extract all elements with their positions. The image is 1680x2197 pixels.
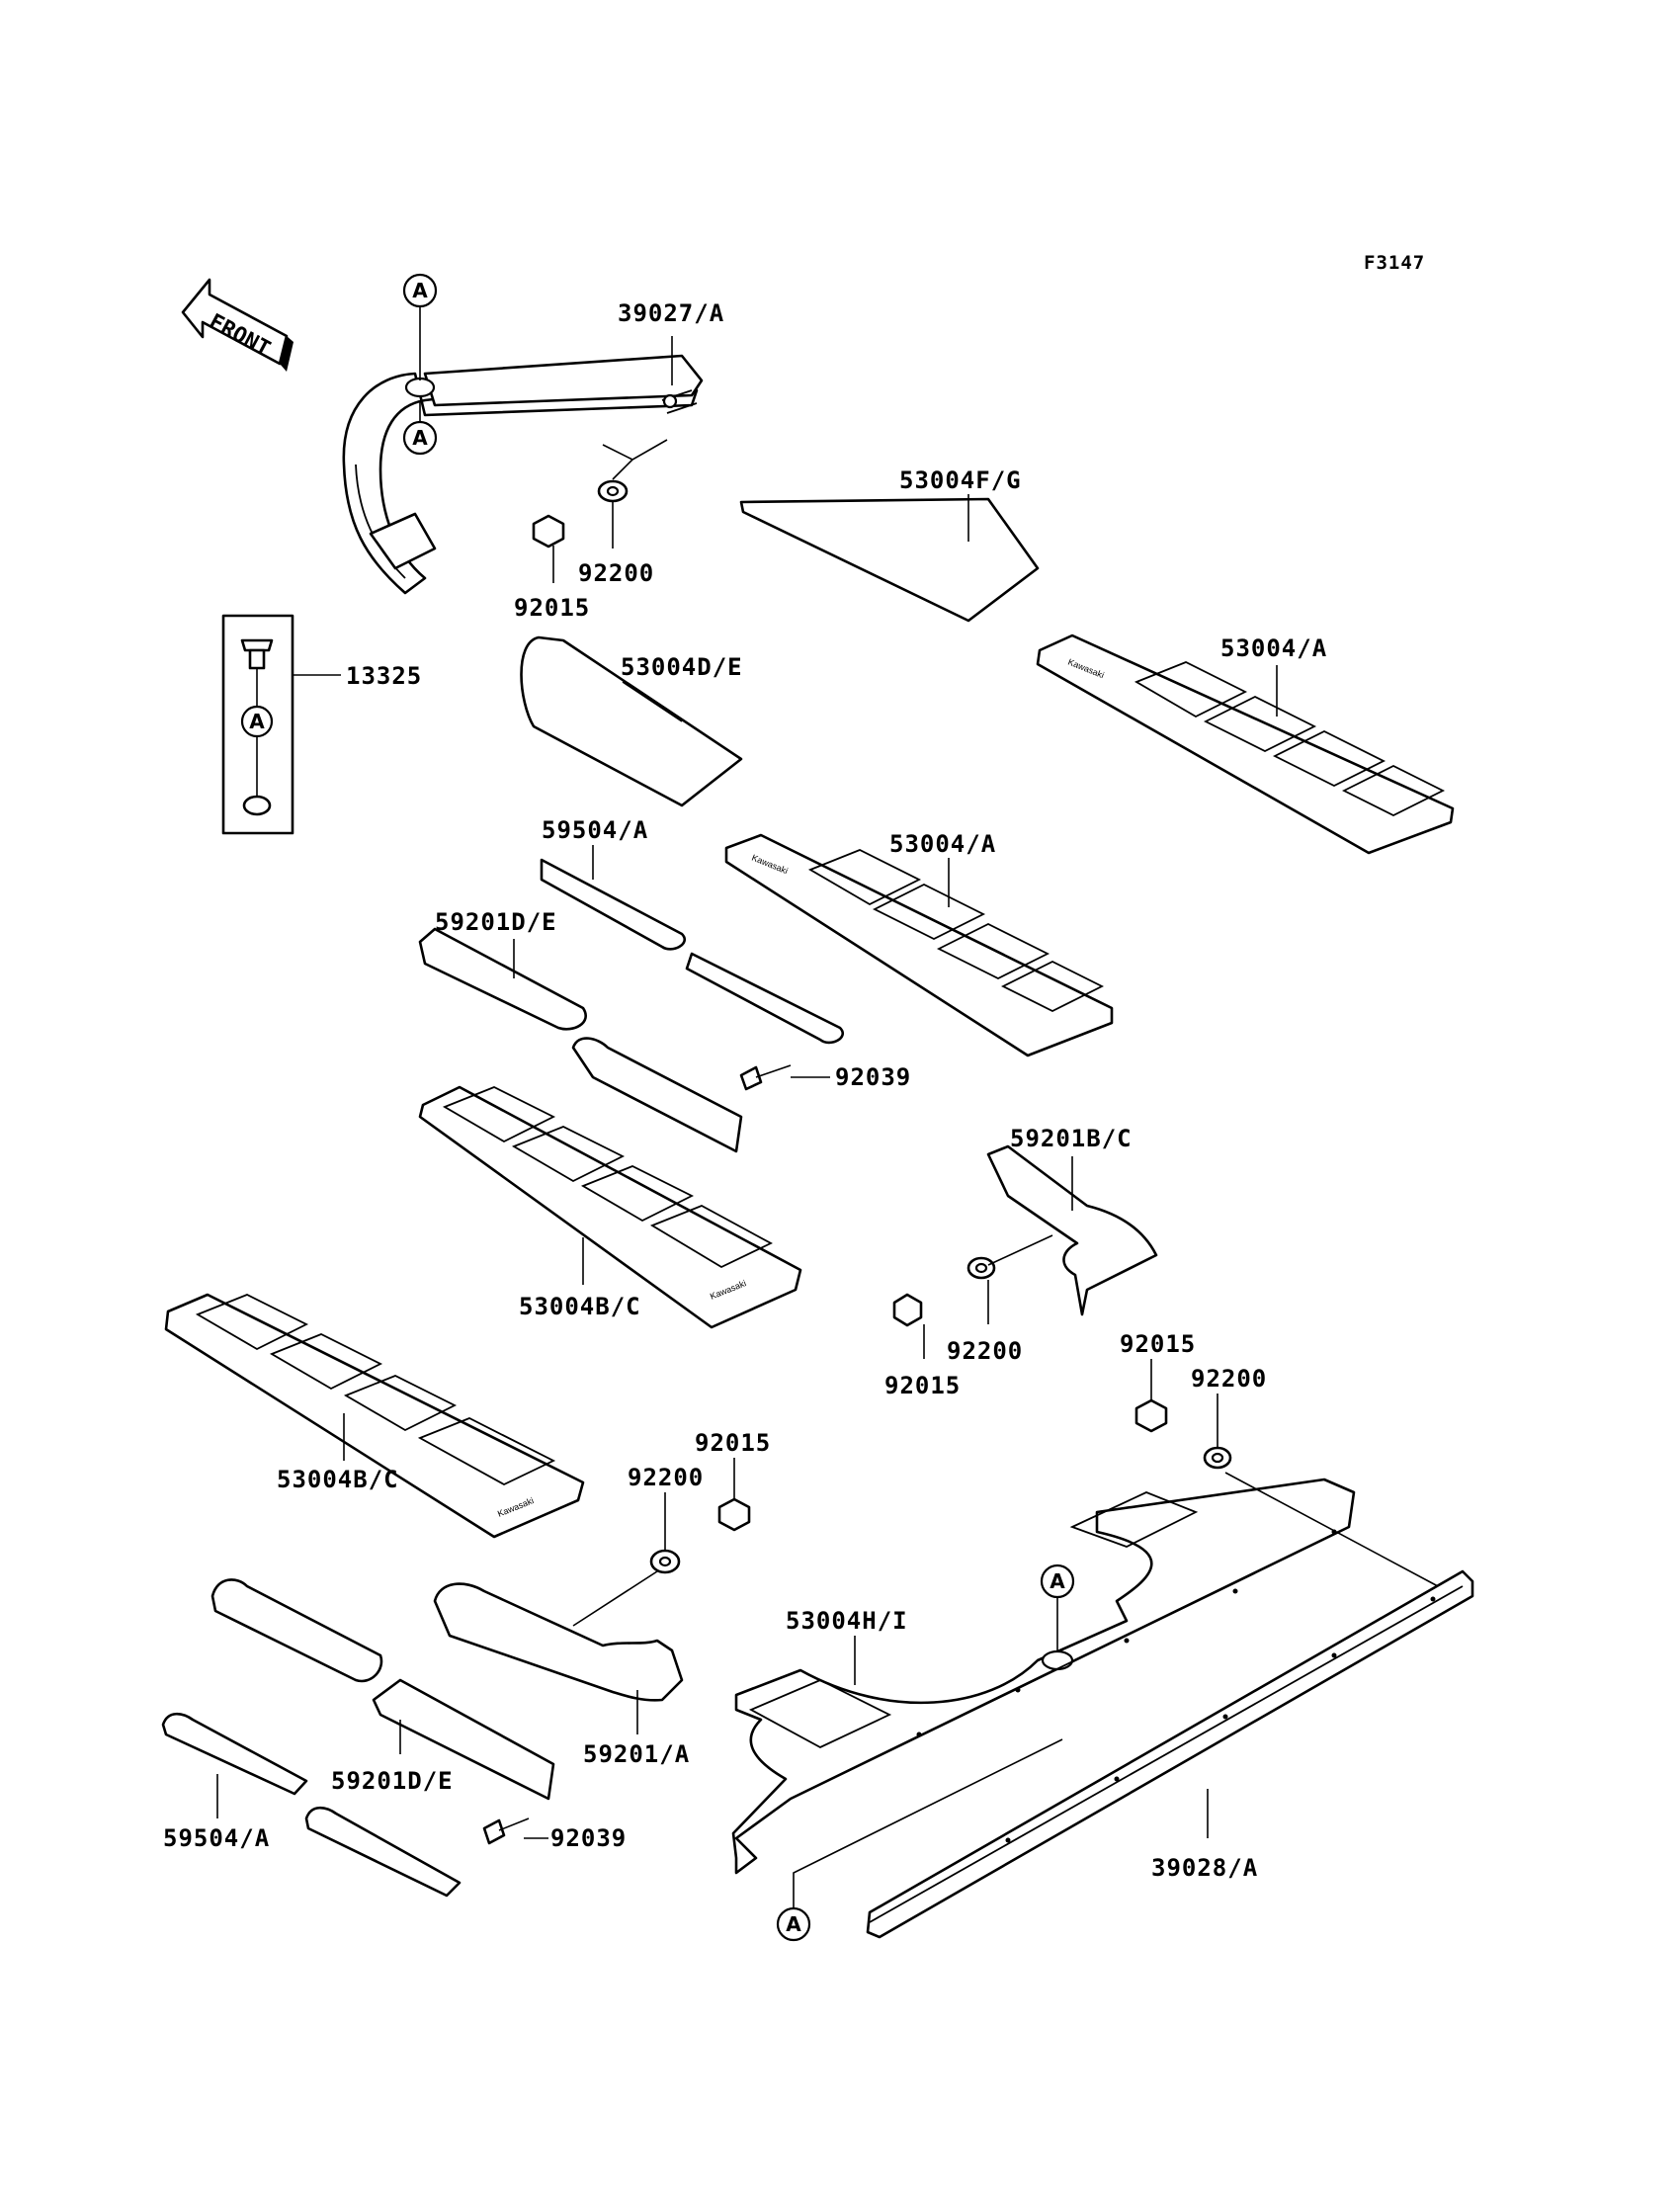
strip-59504a-low-a bbox=[161, 1712, 308, 1796]
elbow-59201a bbox=[433, 1582, 684, 1702]
part-label-59504a-top: 59504/A bbox=[542, 816, 648, 844]
mat-53004bc-mid: Kawasaki bbox=[418, 1085, 802, 1329]
bracket-59201bc bbox=[986, 1144, 1158, 1316]
part-label-53004de: 53004D/E bbox=[621, 653, 743, 681]
rail-59201de-low-a bbox=[210, 1578, 383, 1683]
ref-marker-a bbox=[240, 705, 274, 738]
ref-marker-a-label: A bbox=[412, 426, 428, 450]
ref-marker-a-label: A bbox=[1050, 1569, 1065, 1593]
mat-53004a-mid: Kawasaki bbox=[724, 833, 1114, 1057]
ref-marker-a-label: A bbox=[786, 1912, 801, 1936]
nut-icon bbox=[532, 514, 565, 549]
pad-53004de bbox=[520, 635, 743, 807]
figure-code: F3147 bbox=[1364, 252, 1425, 274]
pad-53004fg bbox=[739, 497, 1040, 623]
part-label-92200-low: 92200 bbox=[628, 1464, 704, 1491]
part-label-59201bc: 59201B/C bbox=[1010, 1125, 1133, 1152]
mat-53004bc-left: Kawasaki bbox=[164, 1293, 585, 1539]
ref-marker-a-label: A bbox=[412, 279, 428, 302]
part-label-92015-right: 92015 bbox=[1120, 1330, 1196, 1358]
nut-icon bbox=[1134, 1398, 1168, 1433]
part-label-53004bc-mid: 53004B/C bbox=[519, 1293, 641, 1320]
rail-59201de-low-b bbox=[372, 1678, 555, 1801]
strip-59504a-top-b bbox=[685, 952, 844, 1045]
nut-icon bbox=[717, 1497, 751, 1532]
rail-59201de-top-b bbox=[571, 1037, 743, 1153]
part-label-53004hi: 53004H/I bbox=[786, 1607, 908, 1635]
part-label-53004bc-left: 53004B/C bbox=[277, 1466, 399, 1493]
part-label-53004a-mid: 53004/A bbox=[889, 830, 996, 858]
part-label-92200-top: 92200 bbox=[578, 559, 654, 587]
front-arrow-icon: FRONT bbox=[181, 278, 294, 372]
part-label-92200-mid: 92200 bbox=[947, 1337, 1023, 1365]
part-label-13325: 13325 bbox=[346, 662, 422, 690]
part-label-39027: 39027/A bbox=[618, 299, 724, 327]
part-label-53004fg: 53004F/G bbox=[899, 466, 1022, 494]
part-label-92039-low: 92039 bbox=[550, 1824, 627, 1852]
part-label-92015-top: 92015 bbox=[514, 594, 590, 622]
part-label-92039-top: 92039 bbox=[835, 1063, 911, 1091]
ref-marker-a-label: A bbox=[249, 710, 265, 733]
nut-icon bbox=[242, 795, 272, 816]
bolt-icon bbox=[240, 638, 274, 652]
mat-53004a-right: Kawasaki bbox=[1036, 634, 1455, 855]
part-label-59504a-low: 59504/A bbox=[163, 1824, 270, 1852]
part-label-53004a-right: 53004/A bbox=[1220, 634, 1327, 662]
part-label-92015-mid: 92015 bbox=[884, 1372, 961, 1399]
part-label-92200-right: 92200 bbox=[1191, 1365, 1267, 1393]
rail-53004hi bbox=[731, 1478, 1356, 1875]
part-label-39028: 39028/A bbox=[1151, 1854, 1258, 1882]
part-label-59201de-low: 59201D/E bbox=[331, 1767, 454, 1795]
strip-59504a-low-b bbox=[304, 1806, 462, 1898]
part-label-59201de-top: 59201D/E bbox=[435, 908, 557, 936]
handle-39027 bbox=[342, 354, 704, 595]
part-label-59201a: 59201/A bbox=[583, 1740, 690, 1768]
rail-59201de-top-a bbox=[418, 927, 587, 1031]
strip-59504a-top-a bbox=[540, 858, 686, 951]
rivet-icon bbox=[739, 1065, 763, 1091]
nut-icon bbox=[892, 1293, 923, 1327]
part-label-92015-low: 92015 bbox=[695, 1429, 771, 1457]
strip-39028a bbox=[866, 1569, 1474, 1939]
rivet-icon bbox=[482, 1818, 506, 1845]
